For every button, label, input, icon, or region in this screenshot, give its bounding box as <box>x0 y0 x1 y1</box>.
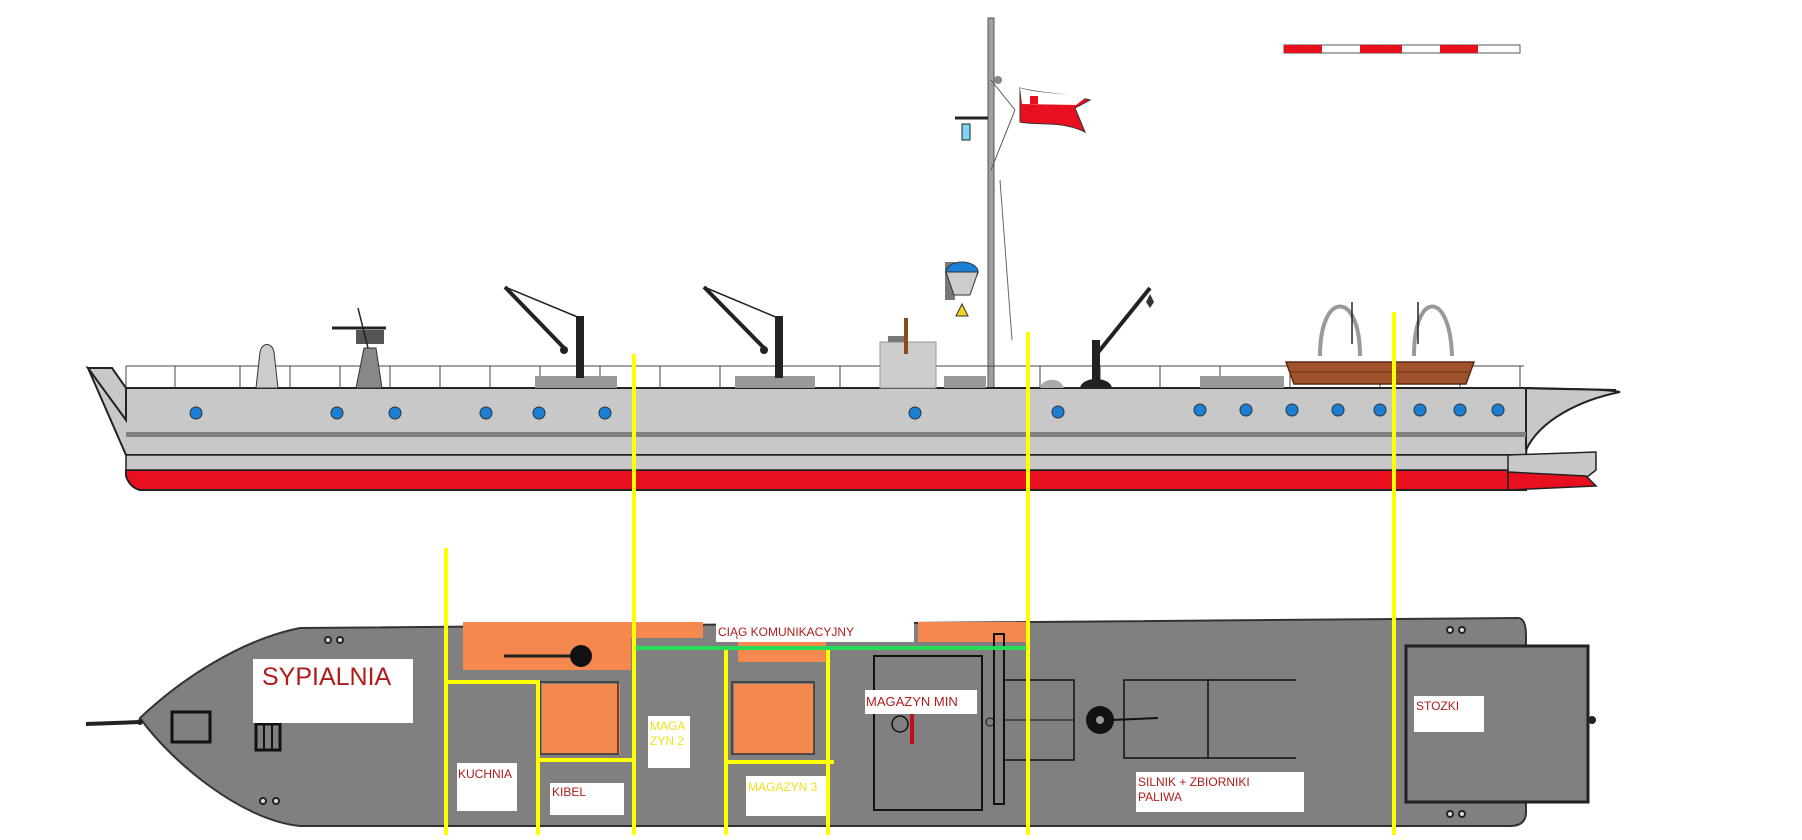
crane-2 <box>702 285 815 388</box>
hull-red <box>125 469 1527 491</box>
label-ciag-komunikacyjny: CIĄG KOMUNIKACYJNY <box>718 625 854 639</box>
label-magazyn-2-line1: MAGA <box>650 719 685 733</box>
label-kuchnia: KUCHNIA <box>458 767 512 781</box>
section-lines <box>444 312 1396 835</box>
label-kibel: KIBEL <box>552 785 586 799</box>
label-silnik-line1: SILNIK + ZBIORNIKI <box>1138 775 1250 789</box>
crane-3 <box>1080 286 1154 388</box>
label-magazyn-min: MAGAZYN MIN <box>866 694 958 709</box>
plan-view: SYPIALNIA CIĄG KOMUNIKACYJNY MAGAZYN MIN… <box>85 312 1596 835</box>
label-sypialnia: SYPIALNIA <box>262 663 392 691</box>
scale-bar <box>1283 44 1521 54</box>
portholes <box>189 403 1505 420</box>
lantern-icon <box>961 123 971 141</box>
label-silnik-line2: PALIWA <box>1138 790 1182 804</box>
machine-gun-icon <box>332 307 386 389</box>
gun-mount-icon <box>570 645 592 667</box>
label-stozki: STOZKI <box>1416 699 1459 713</box>
orange-rooms <box>463 622 1026 754</box>
mast <box>987 17 995 391</box>
crane-1 <box>503 285 617 388</box>
ventilator-icon <box>255 344 279 389</box>
label-magazyn-2-line2: ZYN 2 <box>650 734 684 748</box>
label-magazyn-3: MAGAZYN 3 <box>748 780 818 794</box>
side-view <box>85 17 1621 491</box>
lifeboat-icon <box>1200 302 1476 388</box>
